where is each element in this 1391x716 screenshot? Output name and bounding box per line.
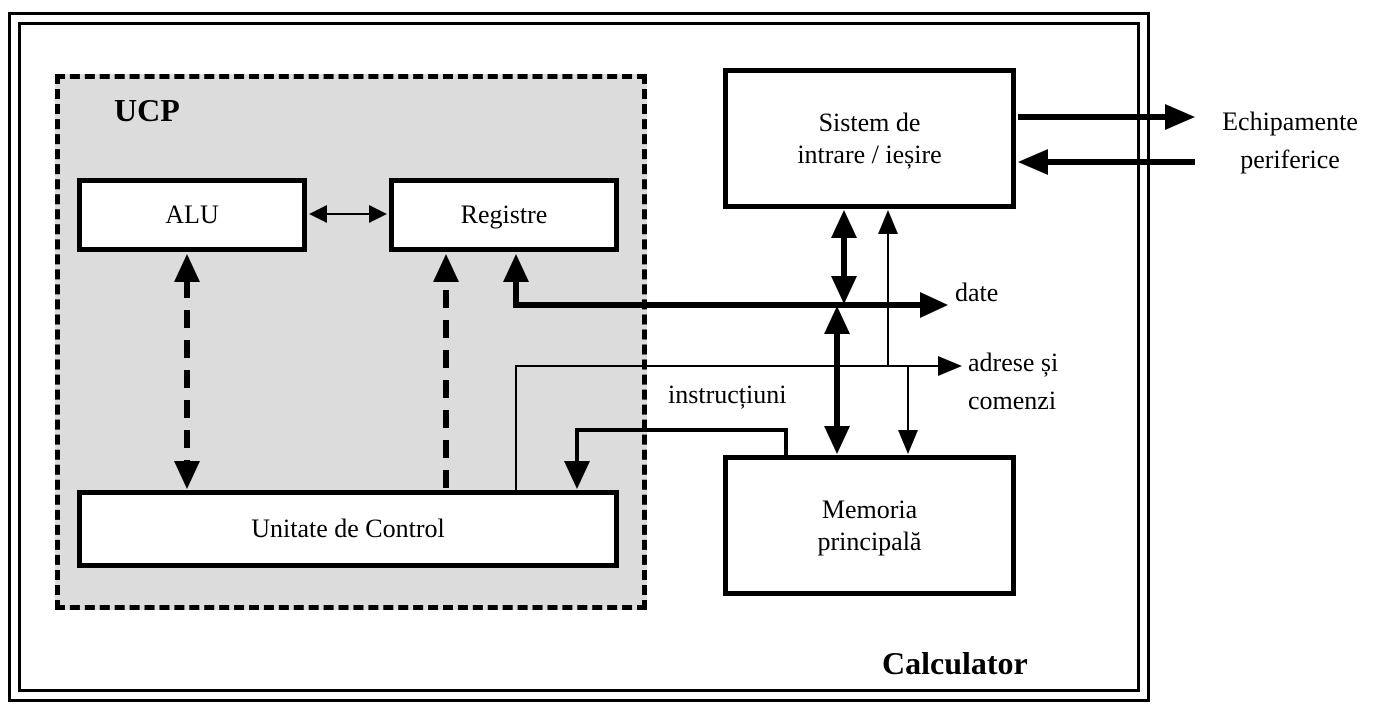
peripherals-label: Echipamente periferice [1200,103,1380,179]
main-memory-label-line1: Memoria [821,494,918,524]
address-bus-label-line2: comenzi [968,386,1057,415]
peripherals-label-line1: Echipamente [1222,107,1358,136]
io-system-box: Sistem de intrare / ieșire [723,68,1016,209]
registre-label: Registre [460,200,548,229]
address-bus-label: adrese și comenzi [968,344,1058,420]
registre-box: Registre [389,178,619,252]
computer-frame-outer [8,12,1150,702]
alu-label: ALU [165,200,219,229]
data-bus-label: date [955,278,999,307]
io-system-label-line2: intrare / ieșire [797,139,942,169]
peripherals-label-line2: periferice [1240,145,1340,174]
io-system-label-line1: Sistem de [818,107,921,137]
main-memory-label-line2: principală [817,526,922,556]
main-memory-box: Memoria principală [723,455,1016,596]
control-unit-label: Unitate de Control [251,514,445,543]
instructions-label: instrucțiuni [668,380,787,409]
computer-label: Calculator [882,645,1028,681]
computer-frame-inner [18,22,1140,692]
io-peripherals-out-arrowhead [1165,104,1195,130]
ucp-label: UCP [114,92,180,128]
address-bus-label-line1: adrese și [968,348,1059,377]
alu-box: ALU [77,178,307,252]
control-unit-box: Unitate de Control [77,490,619,568]
